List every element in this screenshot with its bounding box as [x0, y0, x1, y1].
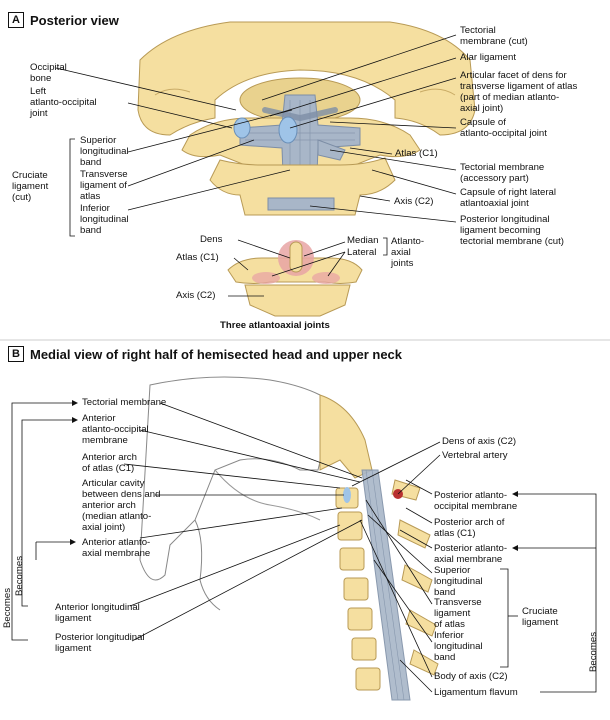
panel-b-badge: B — [8, 346, 24, 362]
label-posterior-longitudinal: Posterior longitudinal ligament — [55, 632, 145, 654]
panel-a-heading: Posterior view — [30, 12, 119, 28]
label-transverse-ligament-b: Transverse ligament of atlas — [434, 597, 482, 630]
label-anterior-arch-atlas: Anterior arch of atlas (C1) — [82, 452, 137, 474]
label-becomes-left-outer: Becomes — [2, 588, 13, 628]
label-becomes-right: Becomes — [588, 632, 599, 672]
label-inferior-longitudinal-band-a: Inferior longitudinal band — [80, 203, 129, 236]
label-inset-median: Median — [347, 235, 379, 246]
label-posterior-atlanto-axial: Posterior atlanto- axial membrane — [434, 543, 508, 565]
label-dens-of-axis: Dens of axis (C2) — [442, 436, 517, 447]
label-superior-longitudinal-band-a: Superior longitudinal band — [80, 135, 129, 168]
atlantoaxial-inset — [227, 240, 363, 317]
vertebral-column — [335, 487, 381, 691]
label-cruciate-ligament-b: Cruciate ligament — [522, 606, 559, 628]
inset-caption: Three atlantoaxial joints — [220, 320, 330, 331]
panel-b-leaders — [123, 402, 518, 693]
label-tectorial-membrane-b: Tectorial membrane — [82, 397, 167, 408]
becomes-right-arrowheads — [512, 491, 518, 551]
label-ligamentum-flavum: Ligamentum flavum — [434, 687, 518, 698]
label-becomes-left-inner: Becomes — [14, 556, 25, 596]
label-articular-cavity: Articular cavity between dens and anteri… — [82, 478, 161, 533]
label-axis-c2-a: Axis (C2) — [394, 196, 434, 207]
label-capsule-lateral-atlantoaxial: Capsule of right lateral atlantoaxial jo… — [460, 187, 556, 209]
label-inset-axis-c2: Axis (C2) — [176, 290, 216, 301]
label-tectorial-accessory: Tectorial membrane (accessory part) — [460, 162, 545, 184]
occipital-bone — [137, 21, 476, 136]
panel-a-badge: A — [8, 12, 24, 28]
label-tectorial-membrane-cut: Tectorial membrane (cut) — [460, 25, 528, 47]
inset-leaders — [228, 237, 388, 297]
medial-view-drawing — [139, 376, 439, 701]
panel-b-heading: Medial view of right half of hemisected … — [30, 346, 403, 362]
label-anterior-atlanto-axial: Anterior atlanto- axial membrane — [82, 537, 151, 559]
label-inset-atlas-c1: Atlas (C1) — [176, 252, 219, 263]
label-body-of-axis: Body of axis (C2) — [434, 671, 508, 682]
label-left-atlanto-occipital-joint: Left atlanto-occipital joint — [30, 86, 97, 119]
label-articular-facet: Articular facet of dens for transverse l… — [460, 70, 578, 114]
label-transverse-ligament-a: Transverse ligament of atlas — [80, 169, 128, 202]
label-atlas-c1-a: Atlas (C1) — [395, 148, 438, 159]
label-occipital-bone: Occipital bone — [30, 62, 67, 84]
label-inset-dens: Dens — [200, 234, 223, 245]
label-inset-atlanto-axial-joints: Atlanto- axial joints — [391, 236, 425, 269]
label-anterior-longitudinal: Anterior longitudinal ligament — [55, 602, 140, 624]
label-inset-lateral: Lateral — [347, 247, 377, 258]
label-inferior-longitudinal-band-b: Inferior longitudinal band — [434, 630, 483, 663]
label-anterior-atlanto-occipital: Anterior atlanto-occipital membrane — [82, 413, 149, 446]
label-posterior-longitudinal-becoming: Posterior longitudinal ligament becoming… — [460, 214, 564, 247]
panel-b-title: B Medial view of right half of hemisecte… — [8, 346, 402, 362]
panel-a-title: A Posterior view — [8, 12, 119, 28]
becomes-right-brackets — [518, 493, 597, 693]
axis-c2 — [209, 157, 396, 216]
label-vertebral-artery: Vertebral artery — [442, 450, 508, 461]
becomes-left-brackets — [11, 402, 72, 641]
label-posterior-arch-atlas: Posterior arch of atlas (C1) — [434, 517, 505, 539]
becomes-left-arrowheads — [70, 400, 78, 545]
label-posterior-atlanto-occipital: Posterior atlanto- occipital membrane — [434, 490, 518, 512]
label-cruciate-ligament-a: Cruciate ligament (cut) — [12, 170, 49, 203]
label-capsule-atlanto-occipital: Capsule of atlanto-occipital joint — [460, 117, 547, 139]
panel-a-leaders — [55, 34, 457, 237]
label-alar-ligament: Alar ligament — [460, 52, 516, 63]
posterior-view-drawing — [137, 21, 476, 216]
label-superior-longitudinal-band-b: Superior longitudinal band — [434, 565, 483, 598]
